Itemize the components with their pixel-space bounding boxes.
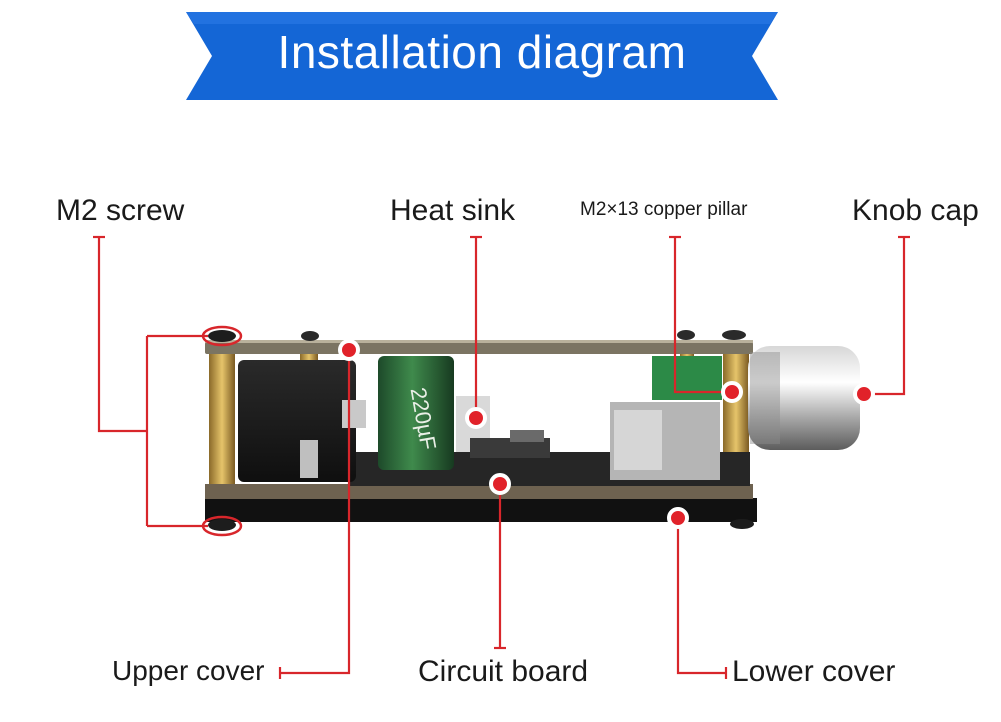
- knob-cap: [748, 346, 860, 450]
- label-knob-cap: Knob cap: [852, 194, 979, 227]
- capacitor: [378, 356, 454, 470]
- leader-copper-pillar: [673, 237, 730, 394]
- page-title: Installation diagram: [277, 26, 687, 78]
- label-heat-sink: Heat sink: [390, 194, 516, 227]
- leader-m2-screw: [97, 237, 147, 433]
- leader-lower-cover: [676, 518, 726, 675]
- marker-upper-cover: [338, 339, 360, 361]
- title-banner: [0, 0, 1001, 110]
- circuit-board-pcb: [205, 484, 753, 499]
- marker-knob-cap: [853, 383, 875, 405]
- screw-highlight-top: [201, 325, 243, 347]
- marker-lower-cover: [667, 507, 689, 529]
- banner-ribbon: [186, 12, 778, 100]
- marker-copper-pillar: [721, 381, 743, 403]
- screw-highlight-bottom: [201, 515, 243, 537]
- leader-knob-cap: [864, 237, 906, 396]
- label-m2-screw: M2 screw: [56, 194, 185, 227]
- lower-cover-plate: [205, 498, 757, 522]
- bottom-screw-left: [208, 519, 236, 531]
- marker-circuit-board: [489, 473, 511, 495]
- label-circuit-board: Circuit board: [418, 655, 589, 688]
- leader-upper-cover: [280, 350, 351, 675]
- dc-jack: [238, 360, 356, 482]
- potentiometer: [652, 356, 722, 400]
- label-lower-cover: Lower cover: [732, 655, 896, 688]
- marker-heat-sink: [465, 407, 487, 429]
- pillar-left: [209, 354, 235, 486]
- label-copper-pillar: M2×13 copper pillar: [580, 199, 748, 220]
- top-screw-left: [208, 330, 236, 342]
- upper-cover-plate: [205, 342, 753, 354]
- label-upper-cover: Upper cover: [112, 655, 265, 686]
